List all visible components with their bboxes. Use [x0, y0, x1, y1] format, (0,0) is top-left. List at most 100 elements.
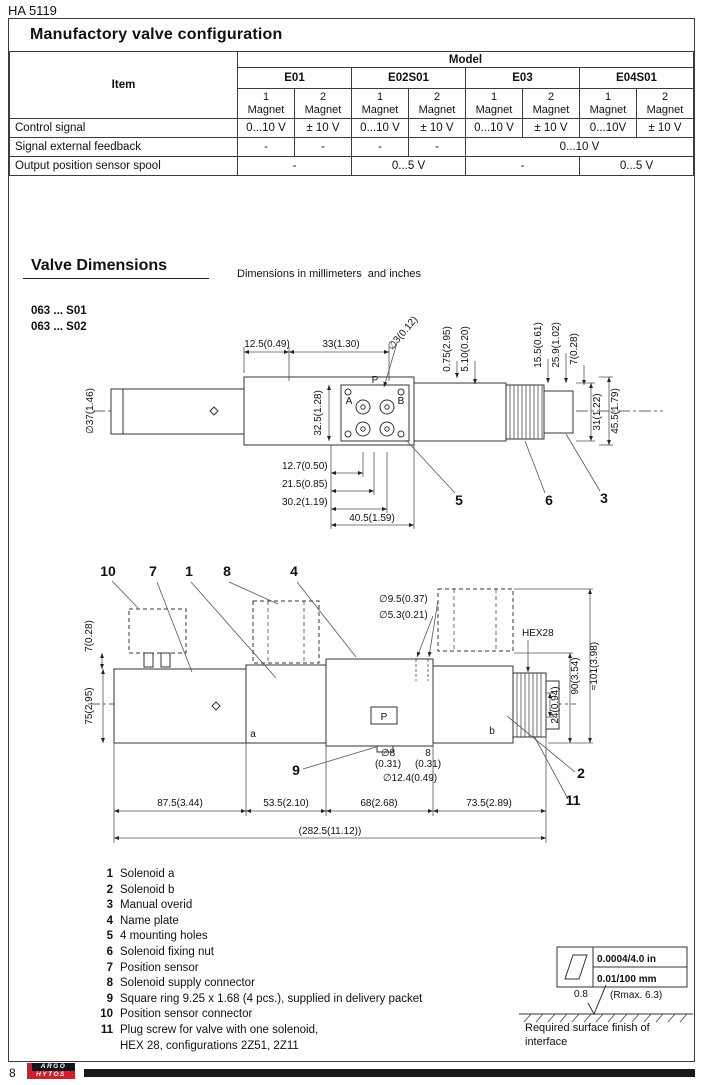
legend-text-continued: HEX 28, configurations 2Z51, 2Z11	[120, 1039, 299, 1052]
legend-number: 3	[106, 899, 113, 912]
surface-caption: Required surface finish of interface	[525, 1022, 650, 1048]
magnet-word: Magnet	[361, 103, 399, 116]
magnet-word: Magnet	[646, 103, 684, 116]
flatness-symbol	[564, 954, 588, 980]
legend-number: 9	[106, 992, 113, 1005]
magnet-num: 1	[490, 90, 498, 103]
dim-label: ∅12.4(0.49)	[383, 773, 437, 784]
config-cell: -	[465, 156, 580, 176]
config-cell: 0...10 V	[465, 137, 694, 157]
dim-label: ∅3(0.12)	[386, 314, 420, 352]
valve-outline	[93, 376, 663, 446]
legend-item: 7 Position sensor	[93, 961, 539, 977]
legend-text: Square ring 9.25 x 1.68 (4 pcs.), suppli…	[120, 992, 423, 1005]
legend-text: 4 mounting holes	[120, 930, 208, 943]
dim-label: 5.10(0.20)	[460, 326, 471, 372]
dim-label: 75(2.95)	[84, 687, 95, 724]
dim-label: 12.7(0.50)	[282, 461, 328, 472]
config-cell: 0...10 V	[237, 118, 295, 138]
dim-label: 8	[425, 748, 431, 759]
port-label-b: B	[398, 396, 405, 407]
config-cell: 0...5 V	[579, 156, 694, 176]
port-label-p: P	[372, 375, 379, 386]
dim-label: 7(0.28)	[84, 620, 95, 652]
variant-code-s01: 063 ... S01	[31, 305, 87, 317]
dim-label: 73.5(2.89)	[466, 798, 512, 809]
roughness-check-icon	[587, 984, 607, 1016]
dim-label: (0.31)	[375, 759, 401, 770]
legend-item: 3 Manual overid	[93, 898, 539, 914]
surface-tolerance-in: 0.0004/4.0 in	[597, 954, 656, 965]
dim-label: 12.5(0.49)	[244, 339, 290, 350]
config-cell: ± 10 V	[522, 118, 580, 138]
config-cell: -	[351, 137, 409, 157]
body-label-b: b	[489, 726, 495, 737]
legend-text: Solenoid fixing nut	[120, 945, 214, 958]
item-header: Item	[9, 51, 238, 119]
legend-number: 11	[100, 1023, 113, 1036]
legend-item: 6 Solenoid fixing nut	[93, 945, 539, 961]
dim-label: ≈101(3.98)	[589, 642, 600, 690]
callout-number: 1	[185, 563, 193, 579]
dim-label: 33(1.30)	[322, 339, 359, 350]
config-cell: -	[237, 137, 295, 157]
legend-number: 8	[106, 977, 113, 990]
dim-label: 15.5(0.61)	[533, 322, 544, 368]
legend-text: Manual overid	[120, 899, 193, 912]
legend-number: 6	[106, 945, 113, 958]
dim-label: 53.5(2.10)	[263, 798, 309, 809]
legend-text: Position sensor connector	[120, 1008, 253, 1021]
model-col-e03: E03	[465, 67, 580, 89]
magnet-word: Magnet	[418, 103, 456, 116]
legend-item: 4 Name plate	[93, 914, 539, 930]
magnet-num: 2	[547, 90, 555, 103]
logo-hytos: HYTOS	[27, 1071, 75, 1079]
magnet-word: Magnet	[247, 103, 285, 116]
row-label: Signal external feedback	[9, 137, 238, 157]
magnet-num: 1	[262, 90, 270, 103]
legend-text: Position sensor	[120, 961, 199, 974]
config-cell: -	[408, 137, 466, 157]
dim-label: HEX28	[522, 628, 554, 639]
legend-number: 7	[106, 961, 113, 974]
valve-outline	[88, 588, 576, 753]
dim-label: 31(1.22)	[592, 393, 603, 430]
magnet-word: Magnet	[589, 103, 627, 116]
config-cell: -	[294, 137, 352, 157]
legend-number: 2	[106, 883, 113, 896]
dim-label: 30.2(1.19)	[282, 497, 328, 508]
config-cell: ± 10 V	[636, 118, 694, 138]
dim-label: (0.31)	[415, 759, 441, 770]
rmax-value: (Rmax. 6.3)	[610, 990, 662, 1001]
body-label-a: a	[250, 729, 256, 740]
magnet-word: Magnet	[475, 103, 513, 116]
dim-label: ∅9.5(0.37)	[379, 594, 428, 605]
page-frame: Manufactory valve configuration Item Mod…	[8, 18, 695, 1062]
legend-text: Solenoid supply connector	[120, 977, 255, 990]
legend-number: 4	[106, 914, 113, 927]
dim-label: (282.5(11.12))	[299, 826, 362, 837]
magnet-num: 1	[376, 90, 384, 103]
callout-number: 10	[100, 563, 116, 579]
dim-label: 32.5(1.28)	[313, 390, 324, 436]
callout-number: 7	[149, 563, 157, 579]
legend-text: Plug screw for valve with one solenoid,	[120, 1023, 319, 1036]
legend-text: Name plate	[120, 914, 179, 927]
dimension-lines	[243, 342, 613, 529]
dim-label: 87.5(3.44)	[157, 798, 203, 809]
valve-side-view-drawing: 10 7 1 8 4 7(0.28) 75(2.95) ∅9.5(0.37) ∅…	[84, 563, 600, 843]
model-header: Model	[237, 51, 694, 68]
callout-number: 9	[292, 762, 300, 778]
row-label: Control signal	[9, 118, 238, 138]
callout-number: 3	[600, 490, 608, 506]
model-col-e04s01: E04S01	[579, 67, 694, 89]
dim-label: 21.5(0.85)	[282, 479, 328, 490]
